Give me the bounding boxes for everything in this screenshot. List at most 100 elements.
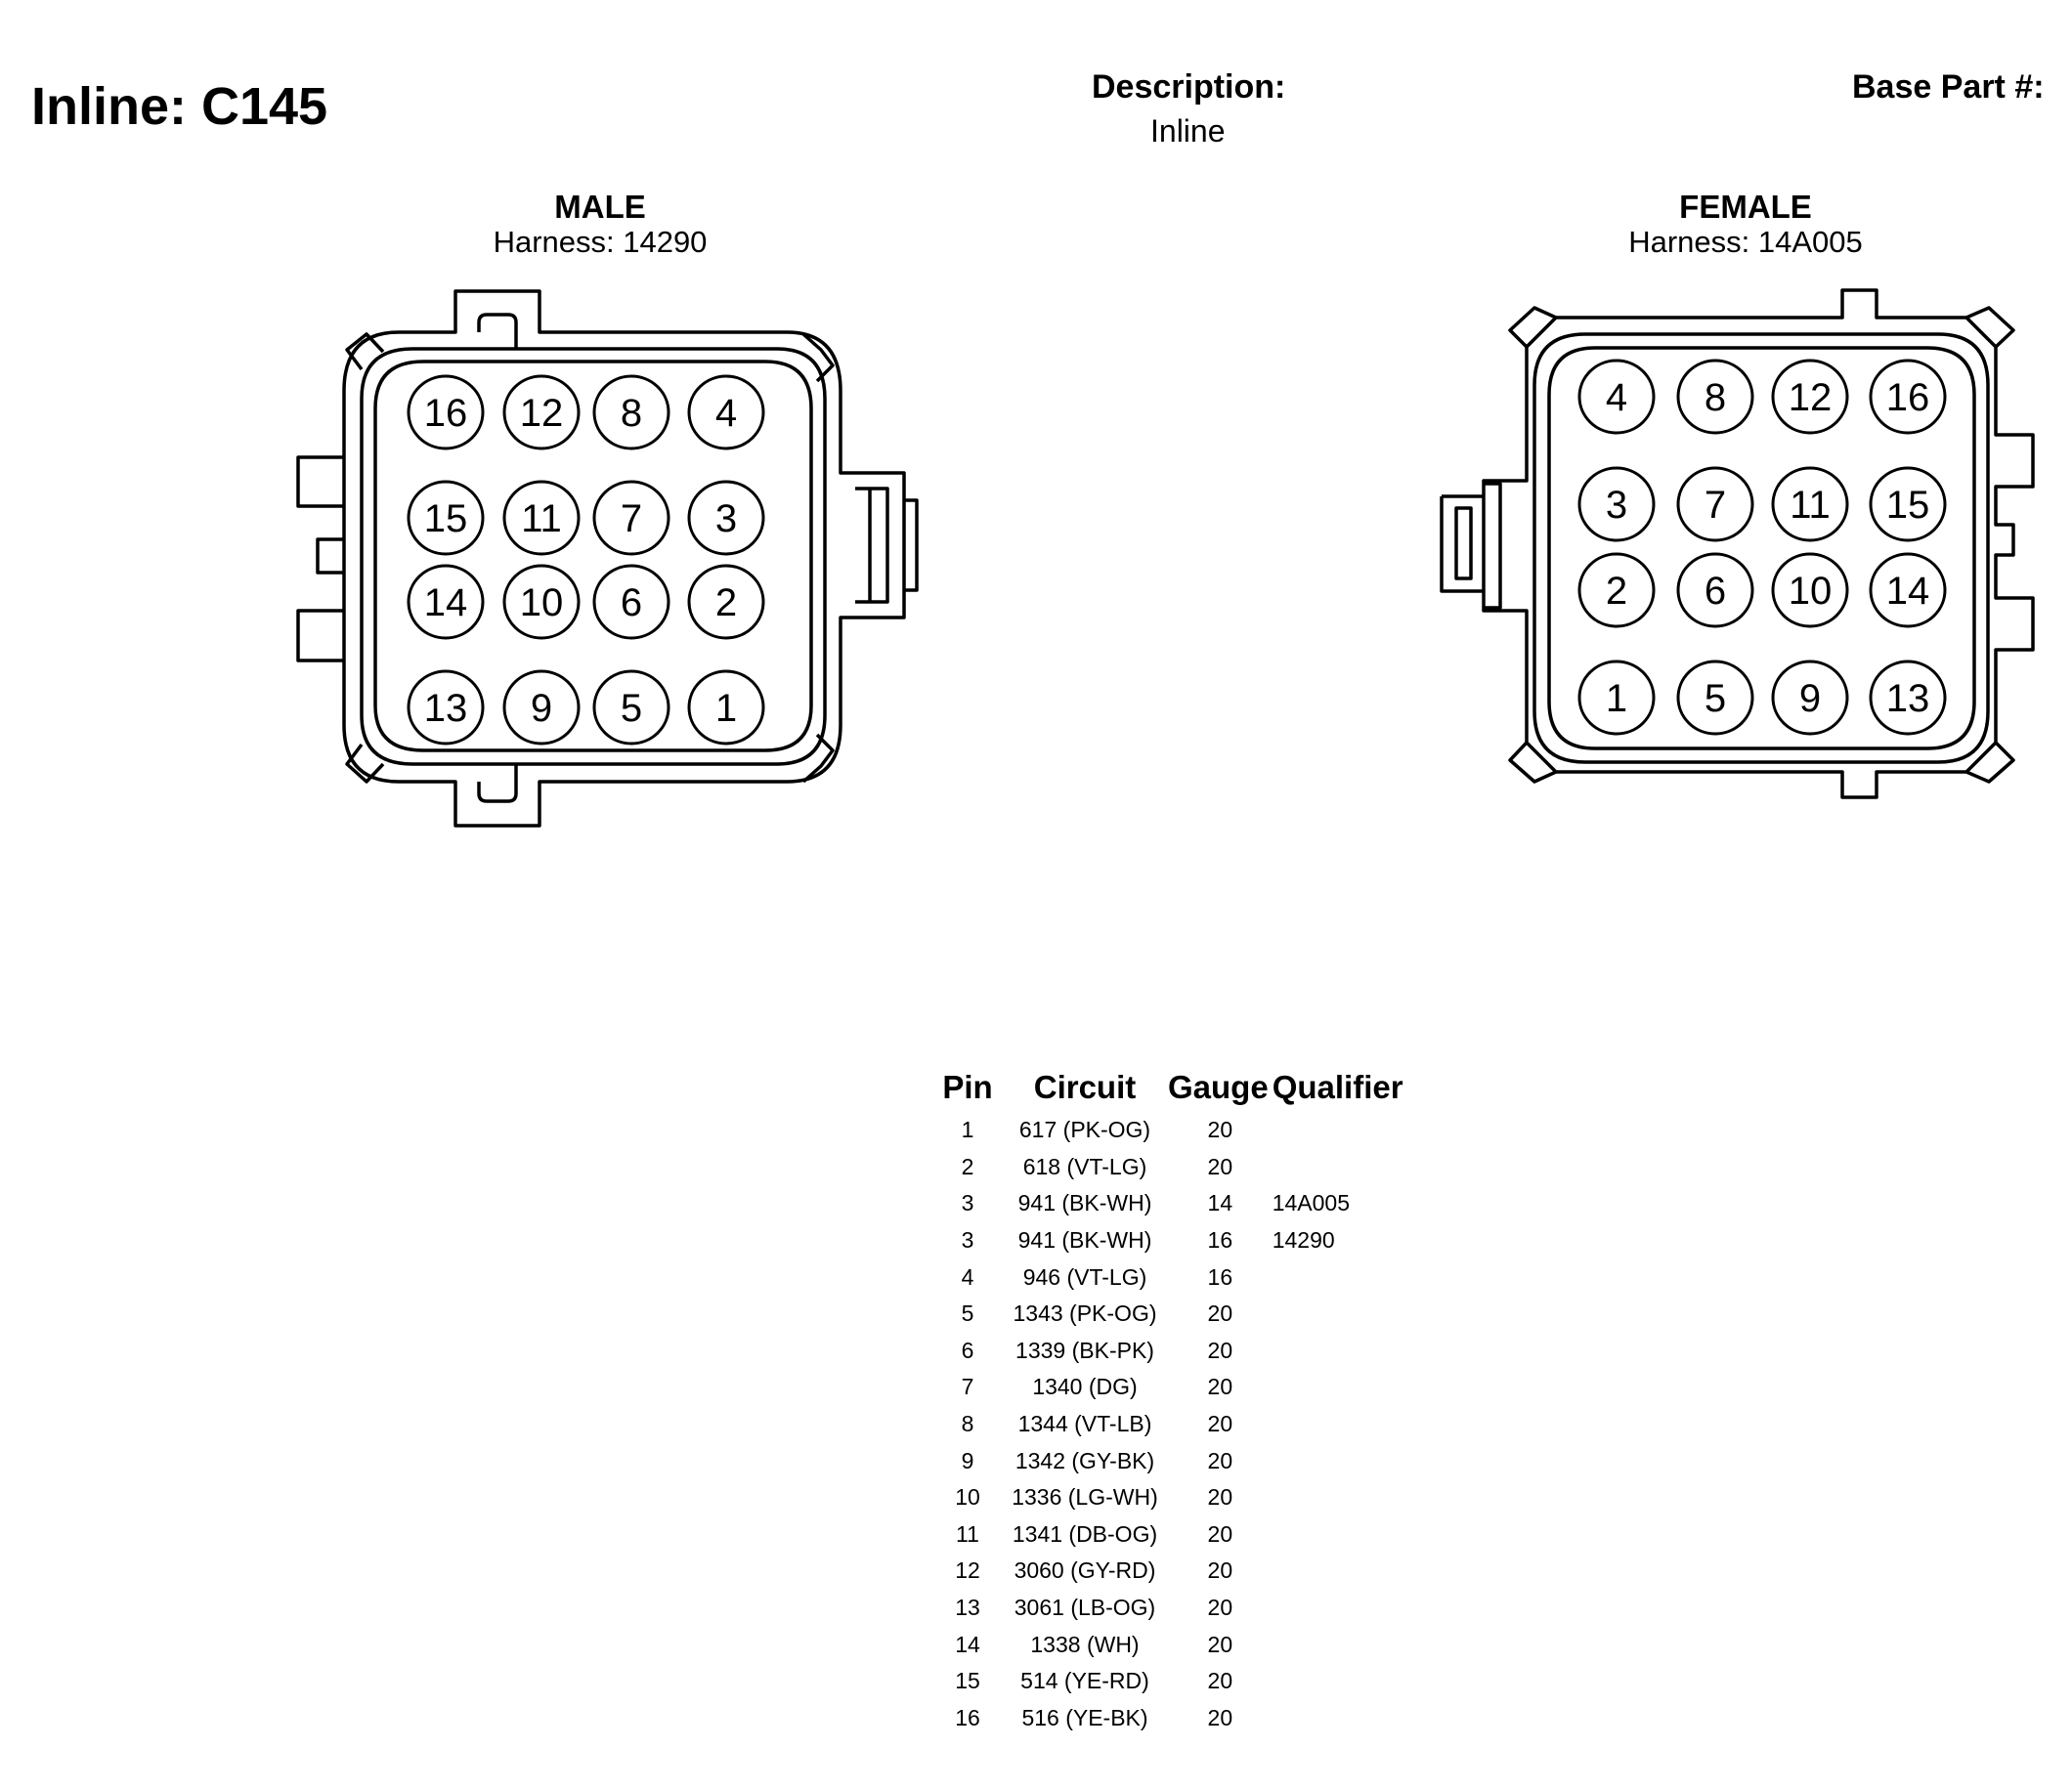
female-pin-number: 7: [1705, 484, 1726, 527]
pin-cell: 1: [961, 1117, 974, 1143]
pin-cell: 4: [961, 1263, 974, 1290]
female-pin-cavity: 5: [1676, 660, 1754, 736]
pin-cell: 11: [956, 1520, 979, 1547]
circuit-cell: 1343 (PK-OG): [1013, 1301, 1157, 1327]
circuit-cell: 516 (YE-BK): [1021, 1704, 1148, 1730]
description-value: Inline: [1150, 113, 1226, 149]
female-pin-number: 6: [1705, 570, 1726, 613]
male-pin-cavity: 4: [687, 374, 765, 450]
male-pin-number: 11: [521, 497, 562, 540]
circuit-cell: 1344 (VT-LB): [1017, 1411, 1152, 1437]
female-pin-number: 10: [1789, 570, 1833, 613]
female-pin-cavity: 16: [1869, 359, 1947, 435]
circuit-cell: 618 (VT-LG): [1022, 1153, 1147, 1179]
female-pin-number: 8: [1705, 376, 1726, 419]
pin-cell: 2: [961, 1153, 974, 1179]
female-pin-cavity: 9: [1771, 660, 1849, 736]
pin-cell: 6: [961, 1337, 974, 1363]
male-pin-cavity: 3: [687, 480, 765, 556]
gauge-cell: 20: [1207, 1631, 1233, 1657]
female-pin-cavity: 7: [1676, 466, 1754, 542]
gauge-cell: 16: [1207, 1227, 1233, 1254]
male-pin-number: 5: [621, 687, 642, 730]
table-header-row: Pin Circuit Gauge Qualifier: [933, 1063, 1429, 1112]
qualifier-cell: 14A005: [1272, 1190, 1351, 1216]
circuit-cell: 1340 (DG): [1032, 1374, 1138, 1400]
gauge-cell: 20: [1207, 1484, 1233, 1511]
pin-cell: 3: [961, 1227, 974, 1254]
female-pin-cavity: 15: [1869, 466, 1947, 542]
pin-cell: 8: [961, 1411, 974, 1437]
male-harness-label: Harness: 14290: [493, 225, 708, 259]
male-pin-cavity: 2: [687, 564, 765, 640]
male-pin-number: 12: [520, 392, 564, 435]
pin-cell: 16: [955, 1704, 980, 1730]
gauge-cell: 20: [1207, 1704, 1233, 1730]
circuit-cell: 1336 (LG-WH): [1012, 1484, 1158, 1511]
female-pin-cavity: 12: [1771, 359, 1849, 435]
circuit-cell: 617 (PK-OG): [1018, 1117, 1151, 1143]
male-pin-number: 9: [531, 687, 552, 730]
female-pin-number: 9: [1799, 677, 1821, 720]
female-pin-number: 13: [1886, 677, 1930, 720]
female-pin-number: 16: [1886, 376, 1930, 419]
male-pin-number: 1: [715, 687, 737, 730]
qualifier-cell: [1273, 1590, 1429, 1627]
female-pin-number: 1: [1606, 677, 1627, 720]
qualifier-cell: 14290: [1272, 1227, 1335, 1254]
male-pin-cavity: 12: [502, 374, 581, 450]
male-pin-cavity: 1: [687, 669, 765, 746]
male-pin-cavity: 7: [592, 480, 670, 556]
qualifier-column-header: Qualifier: [1272, 1069, 1403, 1105]
gauge-cell: 20: [1207, 1153, 1233, 1179]
circuit-cell: 3060 (GY-RD): [1014, 1557, 1156, 1584]
female-harness-label: Harness: 14A005: [1628, 225, 1863, 259]
qualifier-cell: [1273, 1700, 1429, 1737]
circuit-cell: 1342 (GY-BK): [1014, 1447, 1155, 1473]
female-pin-number: 12: [1789, 376, 1833, 419]
gauge-cell: 20: [1207, 1411, 1233, 1437]
circuit-cell: 1339 (BK-PK): [1015, 1337, 1154, 1363]
male-pin-number: 7: [621, 497, 642, 540]
pin-cell: 15: [955, 1668, 980, 1694]
male-view-label: MALE: [554, 189, 646, 225]
gauge-cell: 20: [1207, 1520, 1233, 1547]
table-row: 4 946 (VT-LG) 16: [933, 1258, 1429, 1296]
male-pin-cavity: 13: [407, 669, 485, 746]
qualifier-cell: [1273, 1333, 1429, 1370]
female-pin-cavity: 1: [1577, 660, 1656, 736]
gauge-cell: 20: [1207, 1447, 1233, 1473]
male-pin-cavity: 5: [592, 669, 670, 746]
female-pin-cavity: 11: [1771, 466, 1849, 542]
circuit-cell: 514 (YE-RD): [1020, 1668, 1149, 1694]
male-pin-number: 6: [621, 581, 642, 624]
qualifier-cell: [1273, 1406, 1429, 1443]
qualifier-cell: [1273, 1479, 1429, 1516]
male-pin-number: 13: [424, 687, 468, 730]
gauge-cell: 16: [1207, 1263, 1233, 1290]
qualifier-cell: [1273, 1149, 1429, 1186]
qualifier-cell: [1273, 1258, 1429, 1296]
gauge-cell: 20: [1207, 1117, 1233, 1143]
female-view-label: FEMALE: [1679, 189, 1812, 225]
qualifier-cell: [1273, 1626, 1429, 1663]
female-pin-cavity: 6: [1676, 552, 1754, 628]
pin-cell: 14: [955, 1631, 980, 1657]
circuit-cell: 3061 (LB-OG): [1014, 1595, 1156, 1621]
pin-cell: 5: [961, 1301, 974, 1327]
pin-cell: 13: [955, 1595, 980, 1621]
qualifier-cell: [1273, 1516, 1429, 1554]
gauge-column-header: Gauge: [1168, 1069, 1269, 1105]
circuit-cell: 946 (VT-LG): [1022, 1263, 1147, 1290]
male-pin-cavity: 16: [407, 374, 485, 450]
qualifier-cell: [1273, 1369, 1429, 1406]
